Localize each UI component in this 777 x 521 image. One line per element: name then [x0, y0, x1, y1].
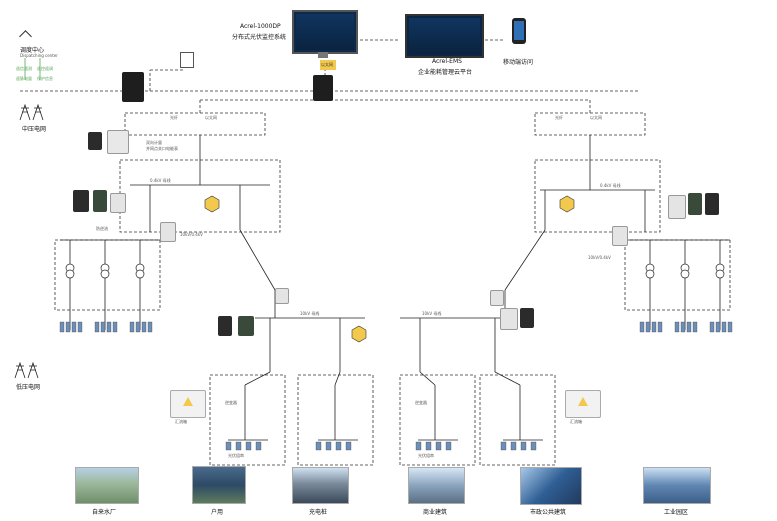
meter-right [668, 195, 686, 219]
combiner-box-right [565, 390, 601, 418]
legend-item-2: 遥脉电量 [16, 76, 32, 81]
gateway-meter [107, 130, 129, 154]
meter-mid-left [275, 288, 289, 304]
antireflux-left-label: 防逆流 [96, 226, 108, 231]
combiner-left-label: 汇流箱 [175, 419, 187, 424]
scene-label-2: 充电桩 [309, 509, 328, 516]
meter-left [110, 193, 126, 213]
scene-photo-municipal [520, 467, 582, 505]
transformer-right: 10kV/0.4kV [588, 255, 611, 260]
right-switch-2: 以太网 [590, 115, 602, 120]
weather-station-icon [180, 52, 194, 68]
system2-name: Acrel-EMS [432, 58, 462, 65]
left-switch-1: 光纤 [170, 115, 178, 120]
dispatch-en: Dispatching center [20, 53, 58, 58]
scene-photo-household [192, 466, 246, 504]
legend-item-3: 保护信息 [37, 76, 53, 81]
meter-mid-right-2 [490, 290, 504, 306]
comm-gateway [313, 75, 333, 101]
combiner-right-label: 汇流箱 [570, 419, 582, 424]
network-tag: 以太网 [320, 60, 336, 70]
monitor-1000dp [292, 10, 358, 54]
relay-mid-left-b [238, 316, 254, 336]
inverter-label-2: 逆变器 [415, 400, 427, 405]
meter-note-1: 双向计量 [146, 140, 162, 145]
scene-photo-commercial [408, 467, 465, 504]
dispatch-cn: 调度中心 [20, 47, 45, 54]
grid-mid-label: 中压电网 [22, 126, 47, 133]
anti-reflux-left [160, 222, 176, 242]
meter-mid-right [500, 308, 518, 330]
left-switch-2: 以太网 [205, 115, 217, 120]
legend-item-0: 遥信遥测 [16, 66, 32, 71]
transformer-left: 10kV/0.4kV [180, 232, 203, 237]
monitor-ems [405, 14, 484, 58]
scene-photo-water-plant [75, 467, 139, 504]
scene-label-0: 自来水厂 [92, 509, 117, 516]
pv-string-label-2: 光伏组串 [418, 453, 434, 458]
legend-item-1: 遥控遥调 [37, 66, 53, 71]
relay-right-b [705, 193, 719, 215]
scene-photo-charging [292, 467, 349, 504]
scene-label-1: 户用 [211, 509, 224, 516]
relay-left-a [73, 190, 89, 212]
anti-reflux-right [612, 226, 628, 246]
scene-label-4: 市政公共建筑 [530, 509, 567, 516]
bus-mid-right-label: 10kV 母线 [422, 311, 442, 316]
monitor-stand [318, 52, 328, 58]
busbar-right-label: 0.4kV 母线 [600, 183, 621, 188]
relay-right-a [688, 193, 702, 215]
scene-label-5: 工业园区 [664, 509, 689, 516]
mobile-phone-icon [512, 18, 526, 44]
dispatch-gateway [122, 72, 144, 102]
relay-mid-left-a [218, 316, 232, 336]
inverter-label-1: 逆变器 [225, 400, 237, 405]
system1-desc: 分布式光伏监控系统 [232, 34, 287, 41]
tower-icons [14, 103, 44, 379]
system2-desc: 企业能耗管理云平台 [418, 69, 473, 76]
busbar-left-label: 0.4kV 母线 [150, 178, 171, 183]
bus-mid-left-label: 10kV 母线 [300, 311, 320, 316]
combiner-box-left [170, 390, 206, 418]
warning-icon [578, 397, 588, 406]
warning-icon [183, 397, 193, 406]
relay-left-b [93, 190, 107, 212]
meter-note-2: 并网点关口电能表 [146, 146, 178, 151]
scene-label-3: 商业建筑 [423, 509, 448, 516]
right-switch-1: 光纤 [555, 115, 563, 120]
grid-low-label: 低压电网 [16, 384, 41, 391]
pv-string-label-1: 光伏组串 [228, 453, 244, 458]
scene-photo-industrial [643, 467, 711, 504]
protection-relay [88, 132, 102, 150]
relay-mid-right [520, 308, 534, 328]
mobile-label: 移动端访问 [503, 59, 534, 66]
system1-name: Acrel-1000DP [240, 23, 281, 30]
